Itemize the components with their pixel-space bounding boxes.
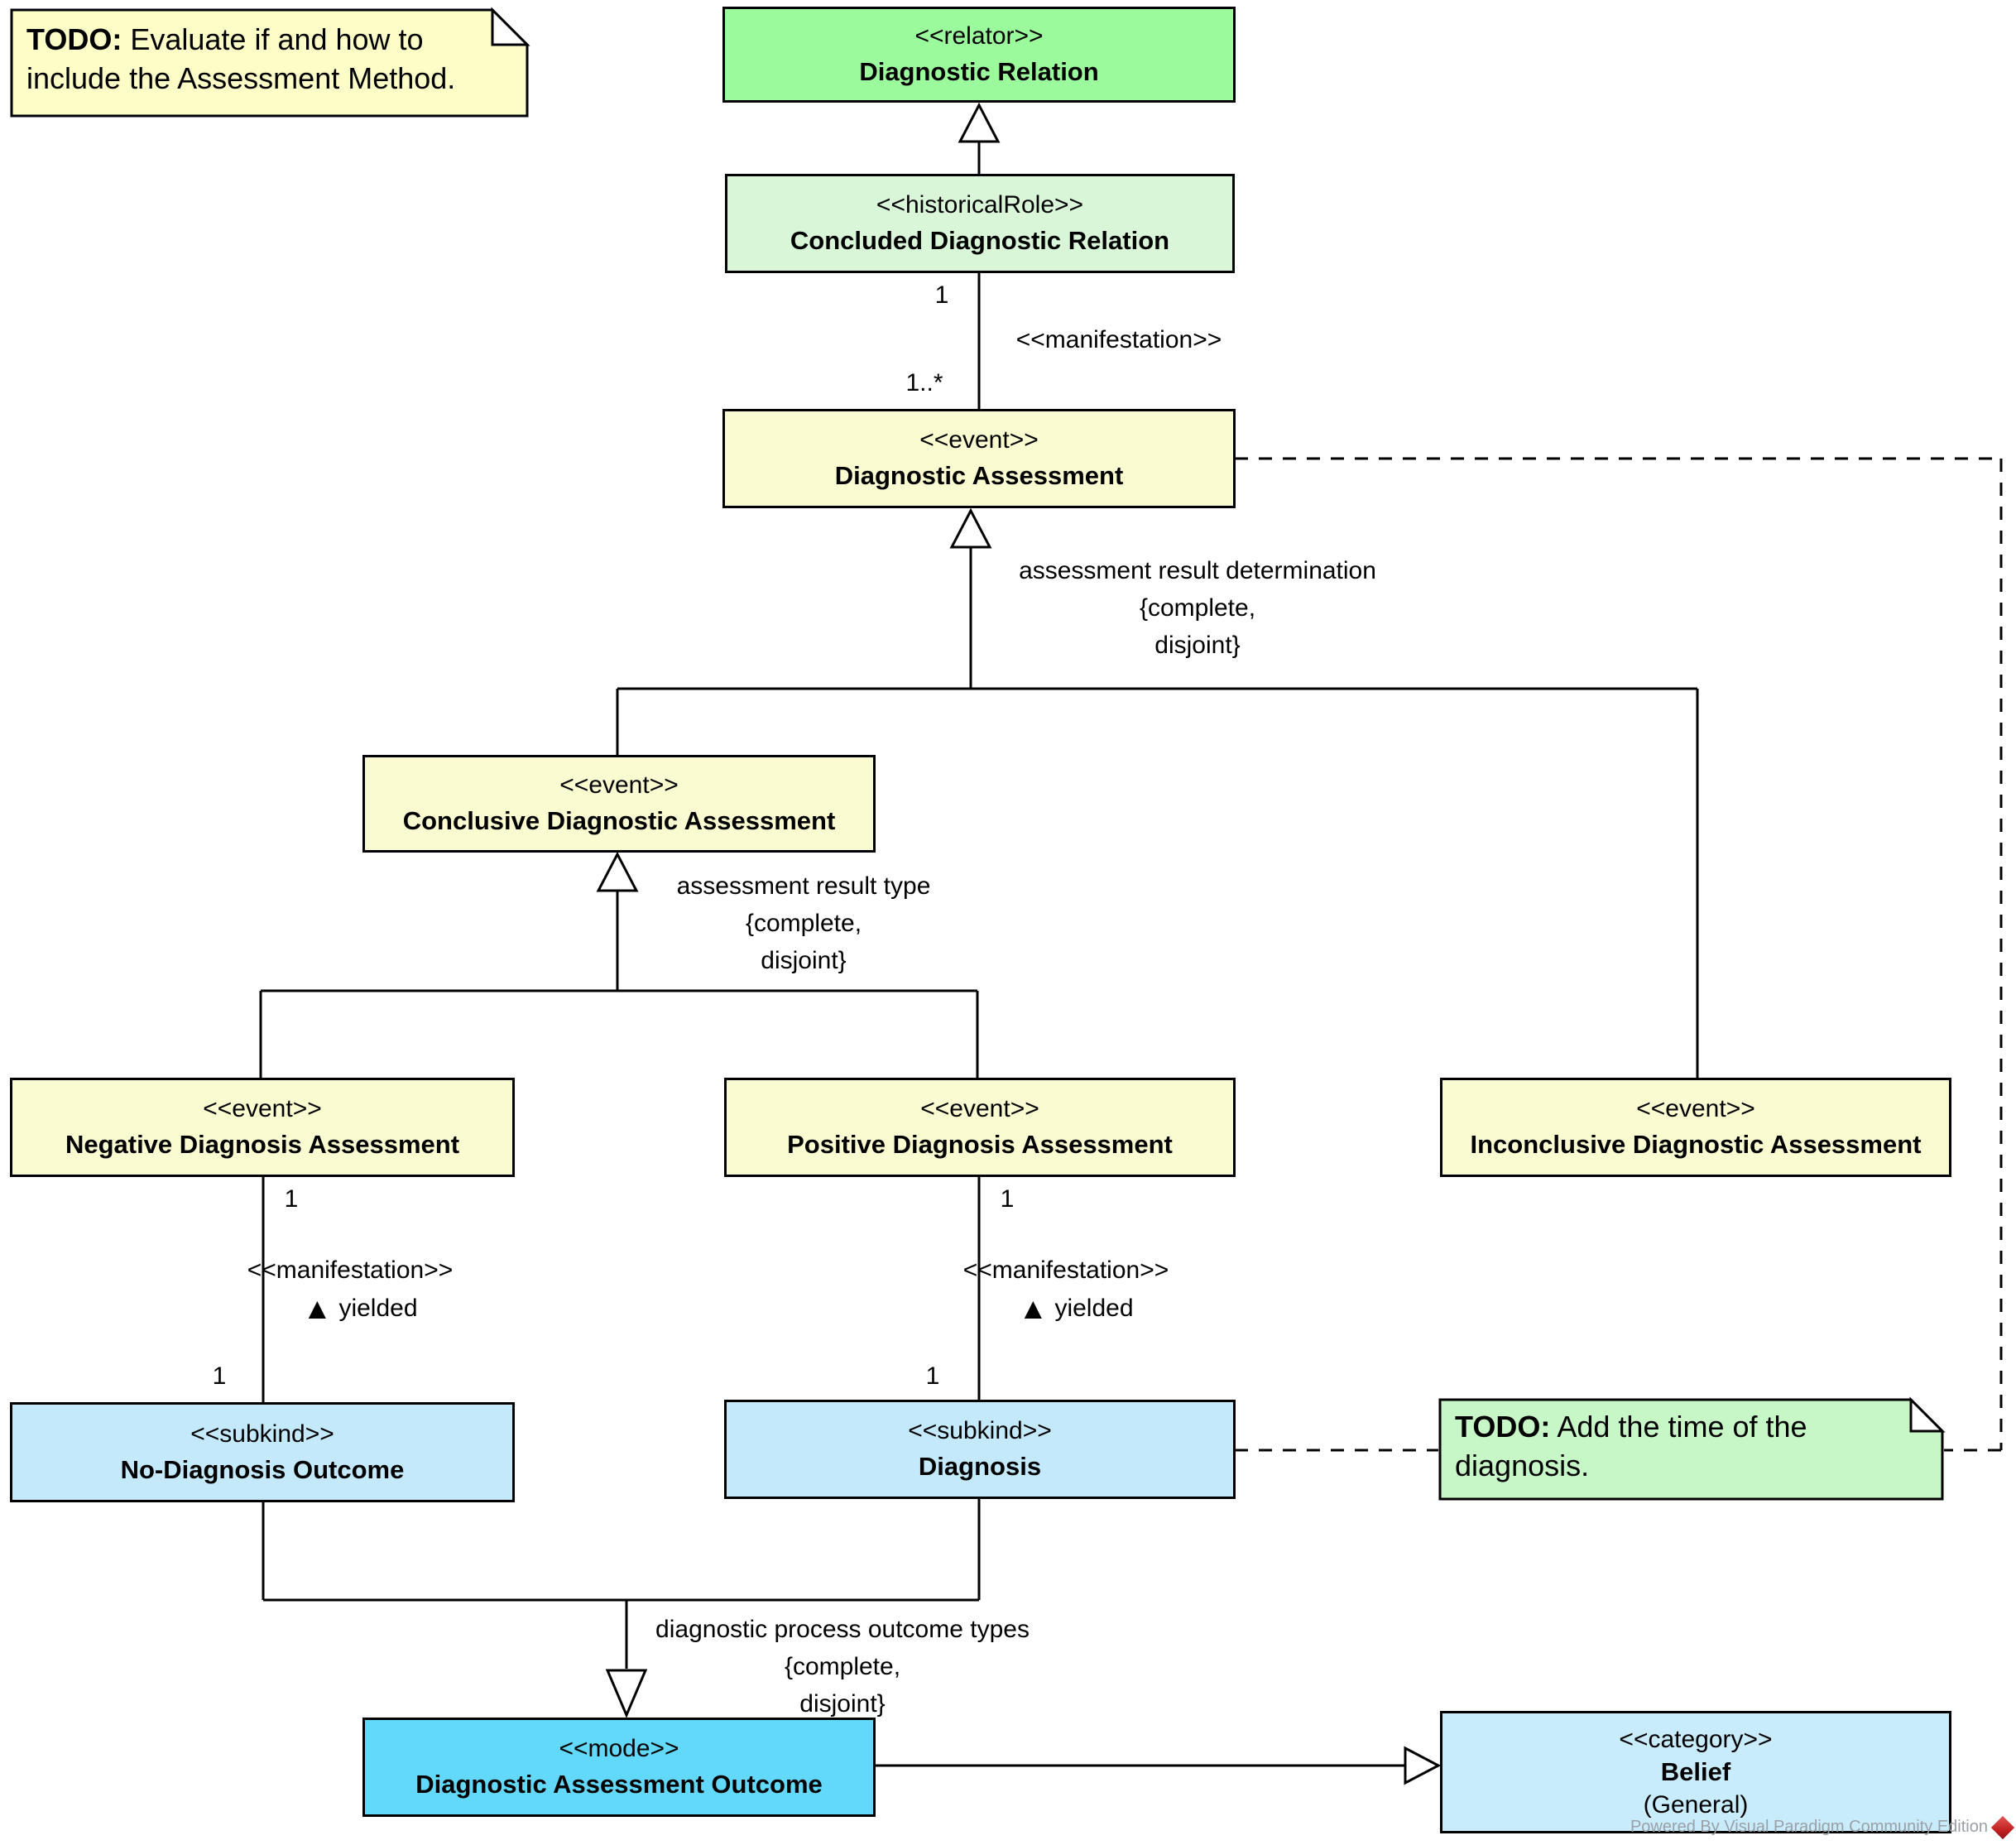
multiplicity-label: 1 [1000,1185,1015,1213]
class-name: Diagnostic Assessment [834,461,1124,491]
class-diagnosis[interactable]: <<subkind>> Diagnosis [724,1400,1236,1499]
note-body: Add the time of the diagnosis. [1455,1410,1807,1482]
genset-name: diagnostic process outcome types [655,1616,1030,1643]
class-stereotype: <<historicalRole>> [876,191,1084,219]
class-stereotype: <<event>> [203,1095,322,1123]
generalization-arrowhead-icon [958,102,1001,143]
class-belief[interactable]: <<category>> Belief (General) [1440,1711,1951,1833]
class-name: Negative Diagnosis Assessment [65,1130,460,1160]
association-stereotype-label: <<manifestation>> [247,1256,454,1284]
multiplicity-label: 1 [212,1362,227,1390]
class-stereotype: <<event>> [559,771,679,800]
generalization-arrowhead-icon [1404,1746,1442,1785]
generalization-arrowhead-icon [605,1669,648,1718]
association-stereotype-label: <<manifestation>> [1015,326,1222,353]
generalization-tree-determination [616,547,1699,1078]
class-name: Diagnosis [918,1452,1042,1482]
class-inconclusive-diagnostic-assessment[interactable]: <<event>> Inconclusive Diagnostic Assess… [1440,1078,1951,1177]
class-name: Diagnostic Relation [859,57,1099,87]
class-stereotype: <<subkind>> [190,1420,334,1448]
class-negative-diagnosis-assessment[interactable]: <<event>> Negative Diagnosis Assessment [10,1078,515,1177]
class-concluded-diagnostic-relation[interactable]: <<historicalRole>> Concluded Diagnostic … [725,174,1235,273]
note-assessment-method-text: TODO: Evaluate if and how to include the… [26,20,502,98]
visual-paradigm-logo-icon [1990,1815,2015,1839]
genset-name: assessment result determination [1019,557,1376,584]
generalization-arrowhead-icon [949,507,992,549]
genset-constraint: disjoint} [761,947,847,974]
genset-constraint: {complete, [784,1653,901,1680]
note-fold-icon [491,7,530,46]
yielded-text: yielded [1054,1295,1134,1322]
genset-name: assessment result type [676,872,931,900]
class-name: Positive Diagnosis Assessment [787,1130,1173,1160]
class-stereotype: <<relator>> [914,22,1044,50]
class-stereotype: <<mode>> [559,1735,679,1763]
generalization-tree-outcome-types [262,1499,981,1669]
multiplicity-label: 1 [934,281,949,309]
class-name: Conclusive Diagnostic Assessment [402,806,836,836]
class-conclusive-diagnostic-assessment[interactable]: <<event>> Conclusive Diagnostic Assessme… [362,755,876,853]
note-fold-icon [1909,1396,1946,1433]
class-stereotype: <<event>> [919,426,1039,454]
class-positive-diagnosis-assessment[interactable]: <<event>> Positive Diagnosis Assessment [724,1078,1236,1177]
genset-constraint: {complete, [745,910,862,937]
class-name: No-Diagnosis Outcome [120,1454,405,1484]
note-todo-prefix: TODO: [1455,1410,1551,1444]
association-stereotype-label: <<manifestation>> [962,1256,1169,1284]
yielded-direction-icon: ▲ [1018,1291,1049,1325]
class-stereotype: <<event>> [920,1095,1039,1123]
note-todo-prefix: TODO: [26,22,122,56]
genset-constraint: disjoint} [1154,632,1241,659]
note-shape-assessment-method[interactable] [10,8,529,118]
generalization-set-label-determination: assessment result determination {complet… [949,552,1446,664]
class-stereotype: <<category>> [1619,1725,1773,1753]
yielded-text: yielded [338,1295,418,1322]
class-name: Belief [1660,1756,1731,1786]
class-no-diagnosis-outcome[interactable]: <<subkind>> No-Diagnosis Outcome [10,1402,515,1502]
class-diagnostic-relation[interactable]: <<relator>> Diagnostic Relation [722,7,1236,103]
generalization-set-label-result-type: assessment result type {complete, disjoi… [555,867,1052,979]
genset-constraint: {complete, [1139,594,1256,622]
class-diagnostic-assessment-outcome[interactable]: <<mode>> Diagnostic Assessment Outcome [362,1718,876,1817]
generalization-tree-result-type [259,891,979,1078]
class-name: Diagnostic Assessment Outcome [415,1770,823,1799]
note-shape-diagnosis-time[interactable] [1438,1398,1944,1501]
note-body: Evaluate if and how to include the Asses… [26,22,456,95]
multiplicity-label: 1 [284,1185,299,1213]
multiplicity-label: 1 [925,1362,940,1390]
yielded-label: ▲ yielded [228,1291,492,1326]
class-stereotype: <<subkind>> [908,1417,1052,1445]
visual-paradigm-watermark: Powered By Visual Paradigm Community Edi… [1630,1815,2015,1839]
class-qualifier: (General) [1643,1791,1749,1819]
yielded-label: ▲ yielded [943,1291,1208,1326]
class-name: Concluded Diagnostic Relation [790,226,1170,256]
note-diagnosis-time-text: TODO: Add the time of the diagnosis. [1455,1407,1902,1485]
class-diagnostic-assessment[interactable]: <<event>> Diagnostic Assessment [722,409,1236,508]
class-name: Inconclusive Diagnostic Assessment [1470,1130,1922,1160]
watermark-text: Powered By Visual Paradigm Community Edi… [1630,1818,1988,1836]
multiplicity-label: 1..* [905,369,943,396]
yielded-direction-icon: ▲ [302,1291,333,1325]
generalization-set-label-outcome-types: diagnostic process outcome types {comple… [594,1611,1091,1722]
class-stereotype: <<event>> [1636,1095,1755,1123]
genset-constraint: disjoint} [799,1690,886,1718]
